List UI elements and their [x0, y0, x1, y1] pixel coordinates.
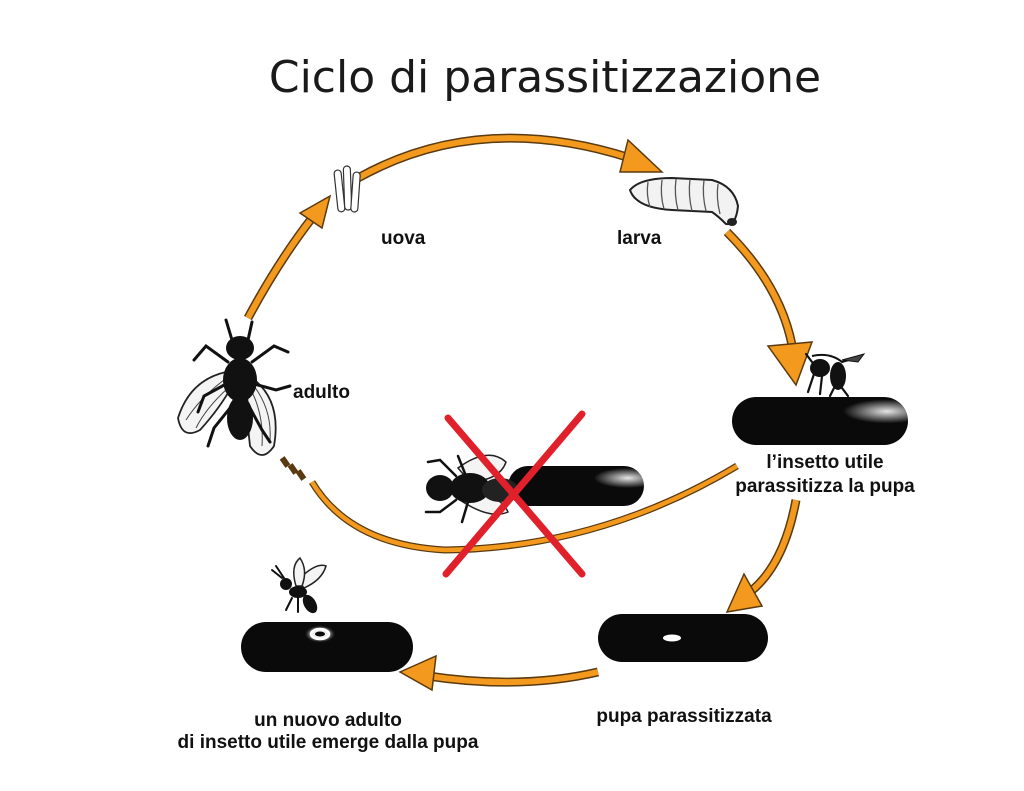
cross-out-icon: [442, 410, 586, 578]
label-parasitized-pupa: pupa parassitizzata: [596, 706, 772, 727]
emerging-wasp-icon: [271, 556, 327, 614]
larva-icon: [628, 176, 740, 226]
parasitized-pupa-icon: [598, 614, 768, 662]
label-adult: adulto: [293, 382, 350, 403]
arrowhead-to-parasitized-pupa: [725, 572, 764, 613]
pupa-with-exit-hole-icon: [241, 622, 413, 672]
arrow-to-parasitized-pupa: [747, 499, 801, 596]
arrowhead-to-larva: [619, 138, 664, 173]
label-emerges-line1: un nuovo adulto: [254, 710, 402, 731]
label-parasitizes-line1: l’insetto utile: [766, 452, 883, 473]
arrowhead-to-eggs: [298, 194, 332, 230]
fly-emerging-from-pupa-icon: [424, 454, 644, 524]
arrow-larva-to-pupa: [723, 228, 797, 346]
dashed-arc-end: [279, 456, 307, 481]
label-emerges-line2: di insetto utile emerge dalla pupa: [178, 732, 479, 753]
diagram-title: Ciclo di parassitizzazione: [269, 52, 821, 103]
eggs-icon: [333, 165, 361, 213]
adult-fly-icon: [177, 318, 292, 456]
arrowhead-to-emerging-adult: [398, 654, 437, 692]
pupa-icon: [732, 397, 908, 445]
arrowhead-to-pupa: [766, 341, 814, 387]
label-parasitizes-line2: parassitizza la pupa: [735, 476, 915, 497]
label-eggs: uova: [381, 228, 426, 249]
label-larva: larva: [617, 228, 662, 249]
wasp-on-pupa-icon: [804, 352, 866, 398]
